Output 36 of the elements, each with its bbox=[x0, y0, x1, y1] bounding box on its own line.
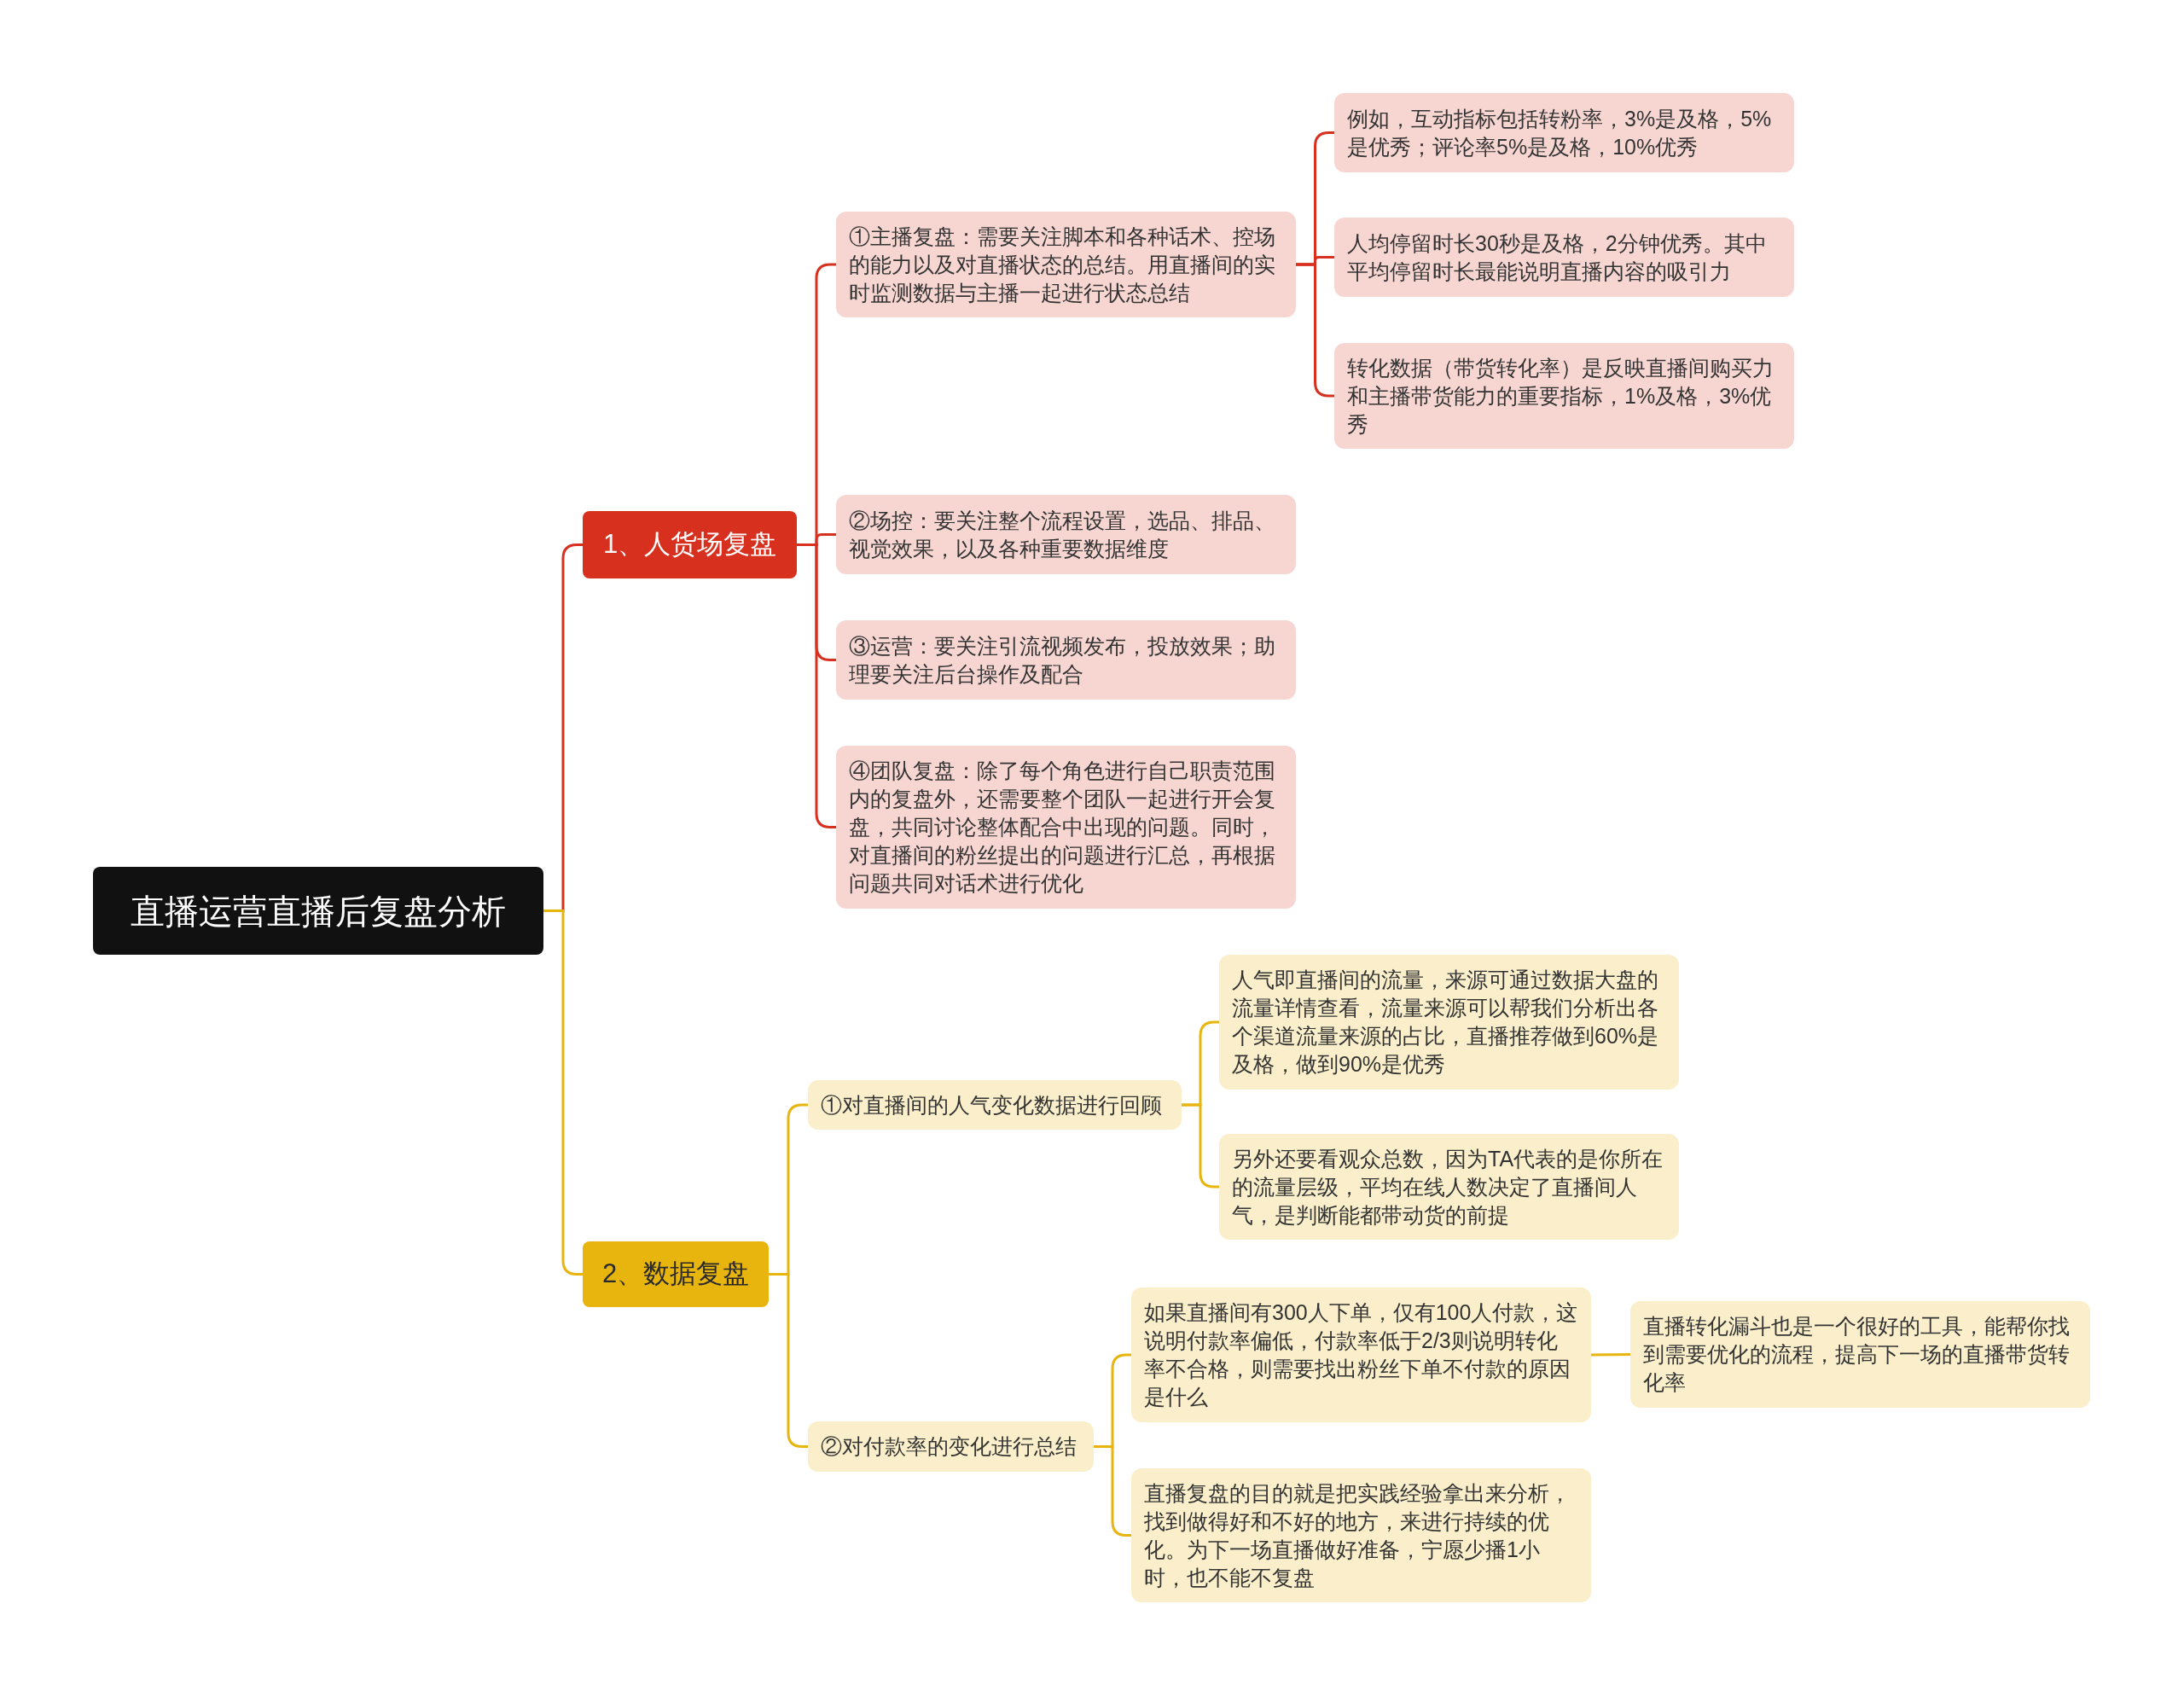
connector-line bbox=[1296, 263, 1334, 398]
subtopic-box bbox=[1334, 343, 1794, 449]
topic-text: 1、人货场复盘 bbox=[601, 528, 778, 561]
subtopic-box bbox=[1219, 955, 1679, 1090]
subtopic-box bbox=[1630, 1301, 2090, 1408]
topic-text: ④团队复盘：除了每个角色进行自己职责范围内的复盘外，还需要整个团队一起进行开会复盘，共同讨论整体配合中出现的问题。同时，对直播间的粉丝提出的问题进行汇总，再根据问题共同对话术进行优化 bbox=[849, 758, 1276, 897]
subtopic-box bbox=[1131, 1287, 1591, 1422]
topic-text: 直播运营直播后复盘分析 bbox=[130, 891, 507, 932]
subtopic-box bbox=[836, 495, 1296, 574]
subtopic-box bbox=[1131, 1468, 1591, 1602]
subtopic-box bbox=[1334, 93, 1794, 172]
subtopic-box bbox=[1334, 218, 1794, 297]
topic-text: 2、数据复盘 bbox=[601, 1258, 751, 1291]
central-topic bbox=[93, 867, 543, 955]
topic-text: ①对直播间的人气变化数据进行回顾 bbox=[821, 1091, 1163, 1119]
connector-line bbox=[1591, 1353, 1630, 1357]
topic-text: 人气即直播间的流量，来源可通过数据大盘的流量详情查看，流量来源可以帮我们分析出各个渠道流量来源的占比，直播推荐做到60%是及格，做到90%是优秀 bbox=[1232, 967, 1660, 1078]
topic-text: 另外还要看观众总数，因为TA代表的是你所在的流量层级，平均在线人数决定了直播间人气，是判断能都带动货的前提 bbox=[1232, 1145, 1664, 1229]
subtopic-box bbox=[836, 620, 1296, 700]
subtopic-box bbox=[808, 1421, 1094, 1472]
subtopic-box bbox=[836, 746, 1296, 909]
subtopic-box bbox=[808, 1080, 1182, 1130]
topic-text: 直播复盘的目的就是把实践经验拿出来分析，找到做得好和不好的地方，来进行持续的优化。为下一场直播做好准备，宁愿少播1小时，也不能不复盘 bbox=[1144, 1479, 1571, 1591]
branch-topic bbox=[583, 511, 797, 578]
topic-text: 如果直播间有300人下单，仅有100人付款，这说明付款率偏低，付款率低于2/3则说明转化率不合格，则需要找出粉丝下单不付款的原因是什么 bbox=[1144, 1299, 1578, 1410]
topic-text: ①主播复盘：需要关注脚本和各种话术、控场的能力以及对直播状态的总结。用直播间的实时监测数据与主播一起进行状态总结 bbox=[849, 223, 1276, 306]
topic-text: 人均停留时长30秒是及格，2分钟优秀。其中平均停留时长最能说明直播内容的吸引力 bbox=[1347, 230, 1768, 285]
topic-text: 转化数据（带货转化率）是反映直播间购买力和主播带货能力的重要指标，1%及格，3%优秀 bbox=[1347, 354, 1774, 438]
subtopic-box bbox=[836, 212, 1296, 317]
subtopic-box bbox=[1219, 1134, 1679, 1240]
topic-text: ②对付款率的变化进行总结 bbox=[821, 1433, 1077, 1460]
topic-text: ③运营：要关注引流视频发布，投放效果；助理要关注后台操作及配合 bbox=[849, 632, 1276, 688]
branch-topic bbox=[583, 1241, 769, 1307]
topic-text: ②场控：要关注整个流程设置，选品、排品、视觉效果，以及各种重要数据维度 bbox=[849, 507, 1276, 562]
topic-text: 例如，互动指标包括转粉率，3%是及格，5%是优秀；评论率5%是及格，10%优秀 bbox=[1347, 105, 1773, 160]
topic-text: 直播转化漏斗也是一个很好的工具，能帮你找到需要优化的流程，提高下一场的直播带货转化率 bbox=[1643, 1313, 2071, 1396]
